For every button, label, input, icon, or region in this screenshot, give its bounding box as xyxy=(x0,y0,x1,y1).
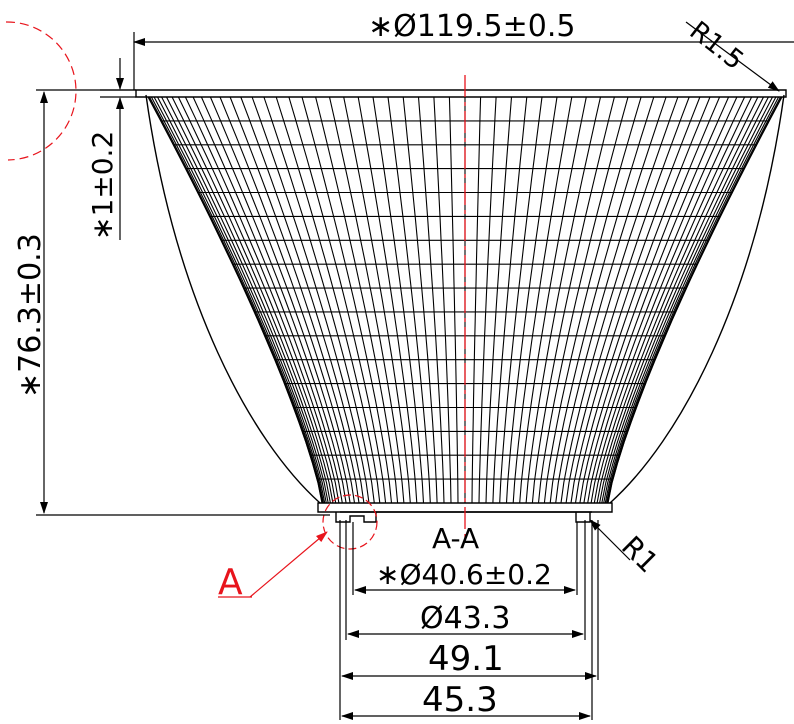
mesh-meridian xyxy=(471,96,482,504)
mesh-meridian xyxy=(555,96,667,504)
mesh-meridian xyxy=(301,96,393,504)
flange-thickness-label: ∗1±0.2 xyxy=(86,131,119,240)
mesh-meridian xyxy=(549,96,655,504)
mesh-meridian xyxy=(288,96,387,504)
inner-diameter-label: ∗Ø40.6±0.2 xyxy=(376,558,552,591)
mesh-meridian xyxy=(200,96,347,504)
right-clip xyxy=(575,512,591,523)
r15-leader xyxy=(685,21,780,92)
diameter-43-label: Ø43.3 xyxy=(420,601,510,636)
r1-label: R1 xyxy=(615,530,665,580)
mesh-meridian xyxy=(184,96,340,504)
r1-leader xyxy=(589,519,631,561)
reflector-outline xyxy=(135,89,787,523)
mesh-meridian xyxy=(607,96,783,504)
partial-circle-left xyxy=(5,21,77,161)
mesh-meridian xyxy=(343,96,411,504)
mesh-meridian xyxy=(543,96,642,504)
right-outer-profile xyxy=(609,94,785,504)
mesh-meridian xyxy=(593,96,753,504)
mesh-meridian xyxy=(229,96,360,504)
mesh-meridian xyxy=(603,96,773,504)
mesh-meridian xyxy=(606,96,781,504)
detail-a-label: A xyxy=(218,562,243,603)
mesh-meridian xyxy=(607,96,783,504)
mesh-meridian xyxy=(565,96,690,504)
mesh-meridian xyxy=(433,96,452,504)
left-outer-profile xyxy=(145,94,321,504)
mesh-meridian xyxy=(601,96,769,504)
dimension-lines xyxy=(36,21,794,720)
mesh-meridian xyxy=(192,96,343,504)
mesh-meridian xyxy=(263,96,375,504)
mesh-meridian xyxy=(599,96,764,504)
mesh-meridian xyxy=(166,96,331,504)
mesh-meridian xyxy=(251,96,370,504)
mesh-meridian xyxy=(209,96,351,504)
mesh-meridian xyxy=(579,96,721,504)
mesh-meridian xyxy=(525,96,602,504)
mesh-meridian xyxy=(560,96,679,504)
mesh-meridian xyxy=(570,96,701,504)
mesh-meridian xyxy=(417,96,445,504)
mesh-meridian xyxy=(505,96,558,504)
mesh-meridian xyxy=(275,96,381,504)
mesh-meridian xyxy=(512,96,573,504)
mesh-meridian xyxy=(177,96,337,504)
left-clip xyxy=(335,512,377,523)
mesh-meridian xyxy=(219,96,356,504)
mesh-meridian xyxy=(587,96,738,504)
mesh-meridian xyxy=(583,96,730,504)
mesh-meridian xyxy=(153,96,326,504)
bottom-ring xyxy=(317,502,613,513)
mesh-meridian xyxy=(372,96,425,504)
mesh-meridian xyxy=(537,96,629,504)
overall-height-label: ∗76.3±0.3 xyxy=(13,233,48,398)
detail-a-marker xyxy=(5,21,378,598)
mesh-meridian xyxy=(387,96,431,504)
top-diameter-label: ∗Ø119.5±0.5 xyxy=(368,9,575,44)
mesh-meridian xyxy=(149,96,324,504)
mesh-meridian xyxy=(315,96,399,504)
mesh-meridian xyxy=(328,96,405,504)
mesh-meridian xyxy=(150,96,325,504)
width-45-label: 45.3 xyxy=(422,680,498,720)
mesh-meridian xyxy=(590,96,746,504)
mesh-meridian xyxy=(519,96,587,504)
mesh-meridian xyxy=(499,96,543,504)
mesh-meridian xyxy=(448,96,459,504)
mesh-meridian xyxy=(147,96,323,504)
top-flange xyxy=(135,89,787,98)
mesh-meridian xyxy=(596,96,759,504)
mesh-meridian xyxy=(161,96,329,504)
width-49-label: 49.1 xyxy=(428,639,504,679)
mesh-meridian xyxy=(171,96,334,504)
mesh-meridian xyxy=(485,96,513,504)
mesh-meridian xyxy=(478,96,497,504)
section-label: A-A xyxy=(432,522,479,555)
mesh-meridian xyxy=(147,96,323,504)
mesh-meridian xyxy=(574,96,711,504)
mesh-meridian xyxy=(240,96,365,504)
mesh-meridian xyxy=(402,96,438,504)
r15-label: R1.5 xyxy=(684,16,749,76)
detail-a-leader xyxy=(249,531,328,598)
mesh-meridian xyxy=(157,96,327,504)
detail-a-circle xyxy=(322,494,378,550)
mesh-meridian xyxy=(531,96,615,504)
mesh-meridian xyxy=(605,96,780,504)
mesh-meridian xyxy=(357,96,418,504)
mesh-meridian xyxy=(492,96,528,504)
mesh-meridian xyxy=(604,96,777,504)
